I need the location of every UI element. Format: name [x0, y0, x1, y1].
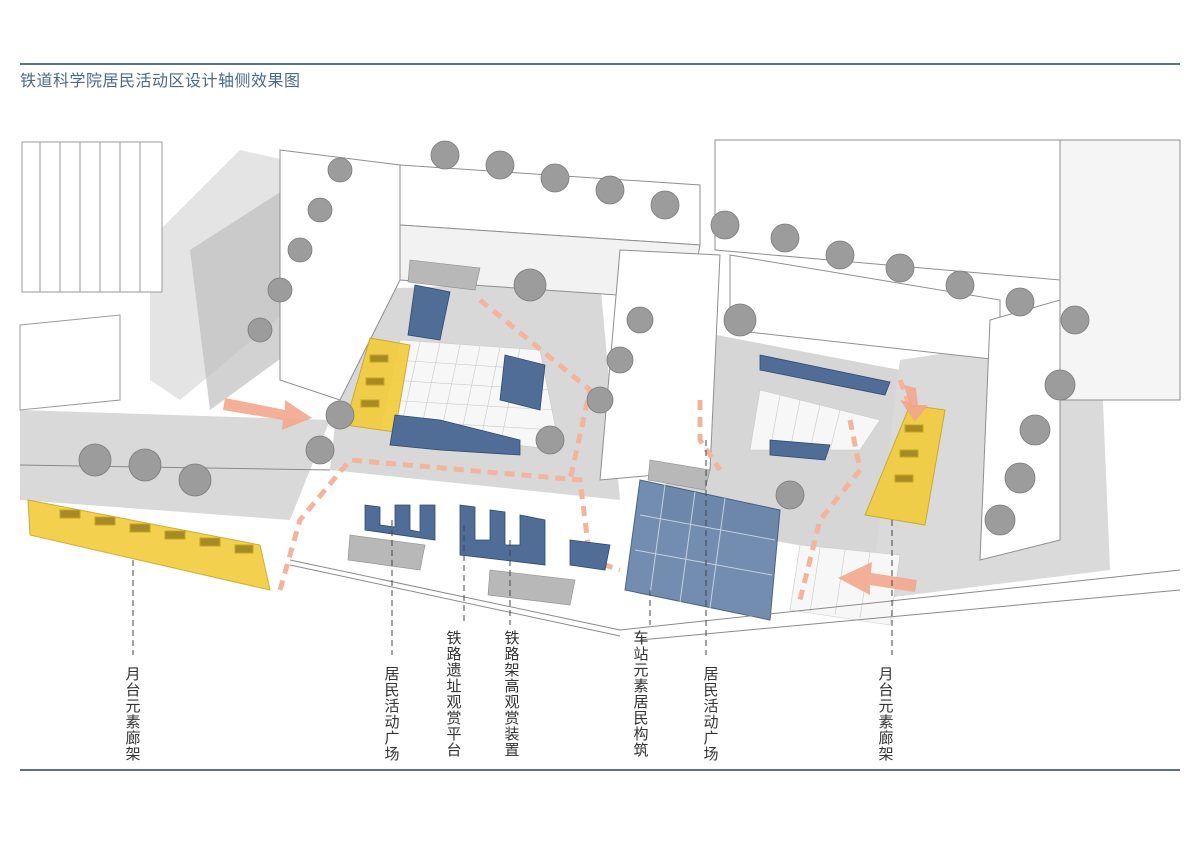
- building-low-left: [19, 314, 121, 411]
- station-structure: [624, 479, 781, 621]
- highrise-left: [21, 141, 163, 293]
- label-platform-corridor-right: 月台元素廊架: [878, 665, 894, 763]
- rail-fence: [19, 464, 1181, 641]
- flow-arrows: [223, 385, 928, 595]
- reed-planters: [347, 259, 711, 606]
- label-railway-ruins-platform: 铁路遗址观赏平台: [446, 629, 462, 759]
- top-rule: [20, 63, 1180, 65]
- bottom-rule: [20, 769, 1180, 771]
- label-resident-plaza-right: 居民活动广场: [703, 665, 719, 763]
- grass-area-left: [20, 410, 330, 520]
- yellow-corridor-middle: [344, 337, 411, 433]
- label-platform-corridor-left: 月台元素廊架: [125, 665, 141, 763]
- blue-railway-elements: [364, 284, 891, 571]
- label-railway-elevated-device: 铁路架高观赏装置: [504, 629, 520, 759]
- label-resident-plaza-left: 居民活动广场: [384, 665, 400, 763]
- yellow-corridor-left: [27, 499, 271, 591]
- leader-lines: [132, 440, 893, 655]
- plaza-right: [749, 389, 901, 626]
- label-station-structure: 车站元素居民构筑: [633, 629, 649, 759]
- building-block-top-right: [714, 139, 1181, 401]
- page-title: 铁道科学院居民活动区设计轴侧效果图: [20, 71, 301, 90]
- yellow-corridor-right: [864, 404, 946, 526]
- trees: [78, 140, 1090, 536]
